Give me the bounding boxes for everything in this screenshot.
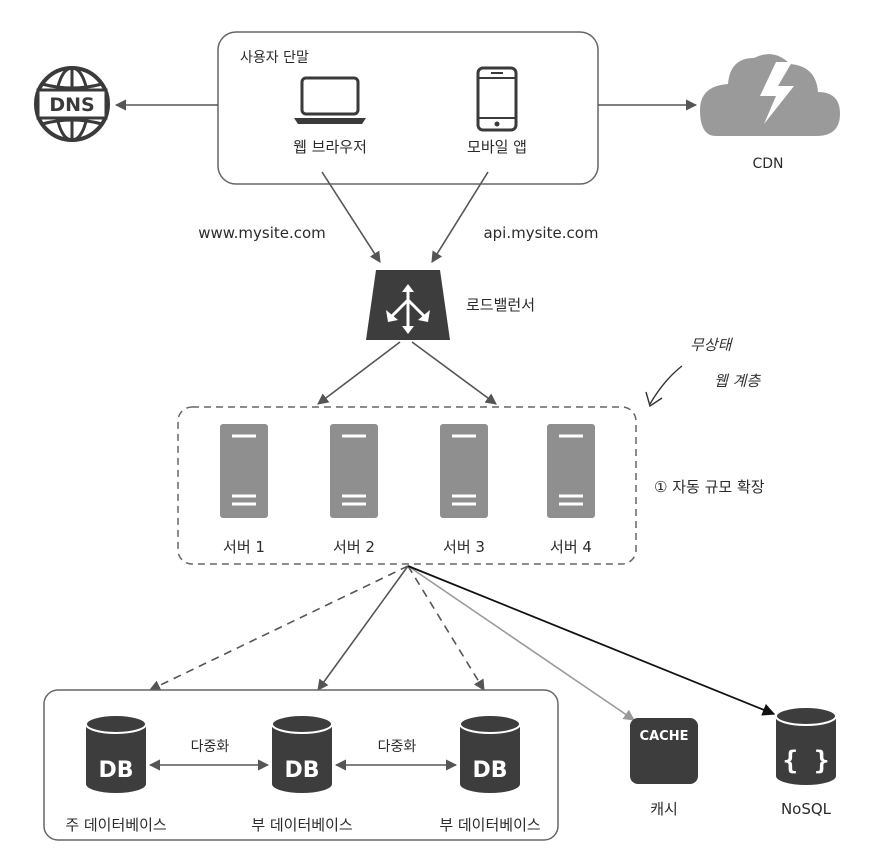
nosql-db-icon: { } (775, 706, 837, 785)
server-3: 서버 3 (440, 424, 488, 556)
cache-icon-text: CACHE (640, 729, 689, 744)
replication-label-1: 다중화 (191, 739, 230, 755)
web-browser-label: 웹 브라우저 (293, 138, 367, 156)
cdn-label: CDN (752, 156, 783, 172)
user-devices-title: 사용자 단말 (240, 50, 309, 66)
api-domain-label: api.mysite.com (483, 224, 598, 242)
arrow-lb-to-web-left (317, 341, 401, 405)
server-label: 서버 2 (333, 538, 375, 556)
handwritten-note-stateless: 무상태 (690, 336, 734, 354)
user-devices-box (217, 31, 599, 185)
dns-label: DNS (49, 94, 94, 116)
cdn-cloud-icon (700, 54, 840, 136)
arrow-to-slave-db-2 (407, 565, 485, 691)
user-devices-group: 사용자 단말 웹 브라우저 모바일 앱 (217, 31, 599, 185)
server-icon (440, 424, 488, 518)
slave-db-1-label: 부 데이터베이스 (251, 816, 353, 834)
nosql-label: NoSQL (781, 800, 832, 818)
handwritten-note-web-tier: 웹 계층 (714, 372, 761, 390)
mobile-phone-icon (476, 66, 518, 132)
master-db-label: 주 데이터베이스 (65, 816, 167, 834)
cache-label: 캐시 (650, 800, 678, 818)
server-icon (547, 424, 595, 518)
handwritten-arrow (649, 365, 683, 405)
nosql-icon-text: { } (783, 746, 830, 776)
dns-globe-icon: DNS (34, 66, 110, 142)
load-balancer-icon (366, 270, 450, 340)
slave-db-1-text: DB (284, 758, 319, 783)
server-label: 서버 4 (550, 538, 592, 556)
arrow-to-cache (407, 565, 635, 721)
arrow-to-master-db (148, 565, 409, 691)
load-balancer-label: 로드밸런서 (466, 296, 535, 314)
cache-icon: CACHE (630, 718, 698, 784)
server-4: 서버 4 (547, 424, 595, 556)
server-icon (220, 424, 268, 518)
slave-db-2-text: DB (472, 758, 507, 783)
slave-db-1-icon: DB (271, 714, 333, 793)
web-domain-label: www.mysite.com (198, 224, 326, 242)
web-tier-box (177, 406, 637, 565)
arrow-to-slave-db-1 (317, 565, 409, 691)
server-1: 서버 1 (220, 424, 268, 556)
database-tier-box (43, 689, 559, 841)
replication-label-2: 다중화 (378, 739, 417, 755)
arrow-lb-to-web-right (411, 341, 497, 405)
server-icon (330, 424, 378, 518)
laptop-icon (294, 76, 366, 124)
arrow-to-nosql (407, 565, 776, 716)
arrow-api-to-lb (431, 171, 489, 263)
master-db-icon: DB (85, 714, 147, 793)
server-label: 서버 3 (443, 538, 485, 556)
arrow-web-to-lb (321, 171, 381, 263)
slave-db-2-label: 부 데이터베이스 (439, 816, 541, 834)
server-label: 서버 1 (223, 538, 265, 556)
server-2: 서버 2 (330, 424, 378, 556)
mobile-app-label: 모바일 앱 (467, 138, 527, 156)
master-db-text: DB (98, 758, 133, 783)
autoscale-note: ① 자동 규모 확장 (654, 478, 765, 496)
slave-db-2-icon: DB (459, 714, 521, 793)
